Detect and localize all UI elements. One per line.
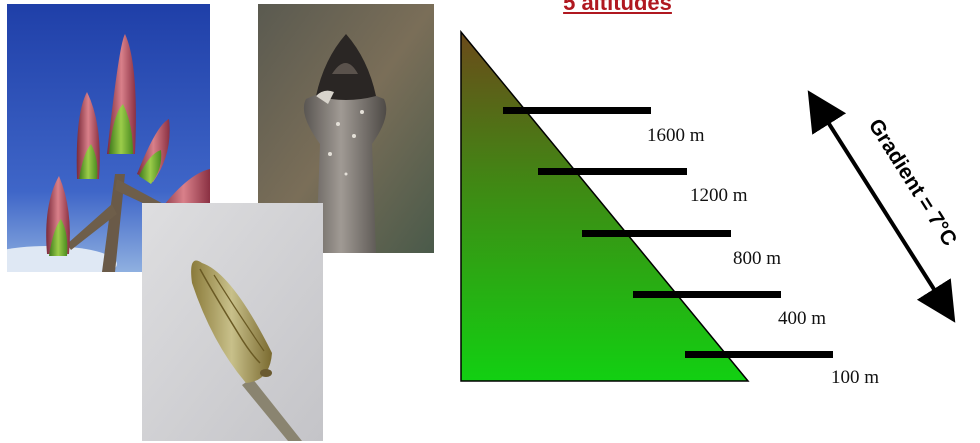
altitude-label-100: 100 m <box>831 367 879 388</box>
altitude-label-400: 400 m <box>778 308 826 329</box>
altitude-bar-400 <box>633 291 781 298</box>
mountain-slope-triangle <box>461 32 748 381</box>
page-title: 5 altitudes <box>520 0 715 16</box>
altitude-label-800: 800 m <box>733 248 781 269</box>
altitude-bar-100 <box>685 351 833 358</box>
altitude-label-1600: 1600 m <box>647 125 705 146</box>
altitude-label-1200: 1200 m <box>690 185 748 206</box>
altitude-bar-800 <box>582 230 731 237</box>
altitude-bar-1200 <box>538 168 687 175</box>
altitude-bar-1600 <box>503 107 651 114</box>
gradient-label: Gradient = 7°C <box>864 115 961 250</box>
